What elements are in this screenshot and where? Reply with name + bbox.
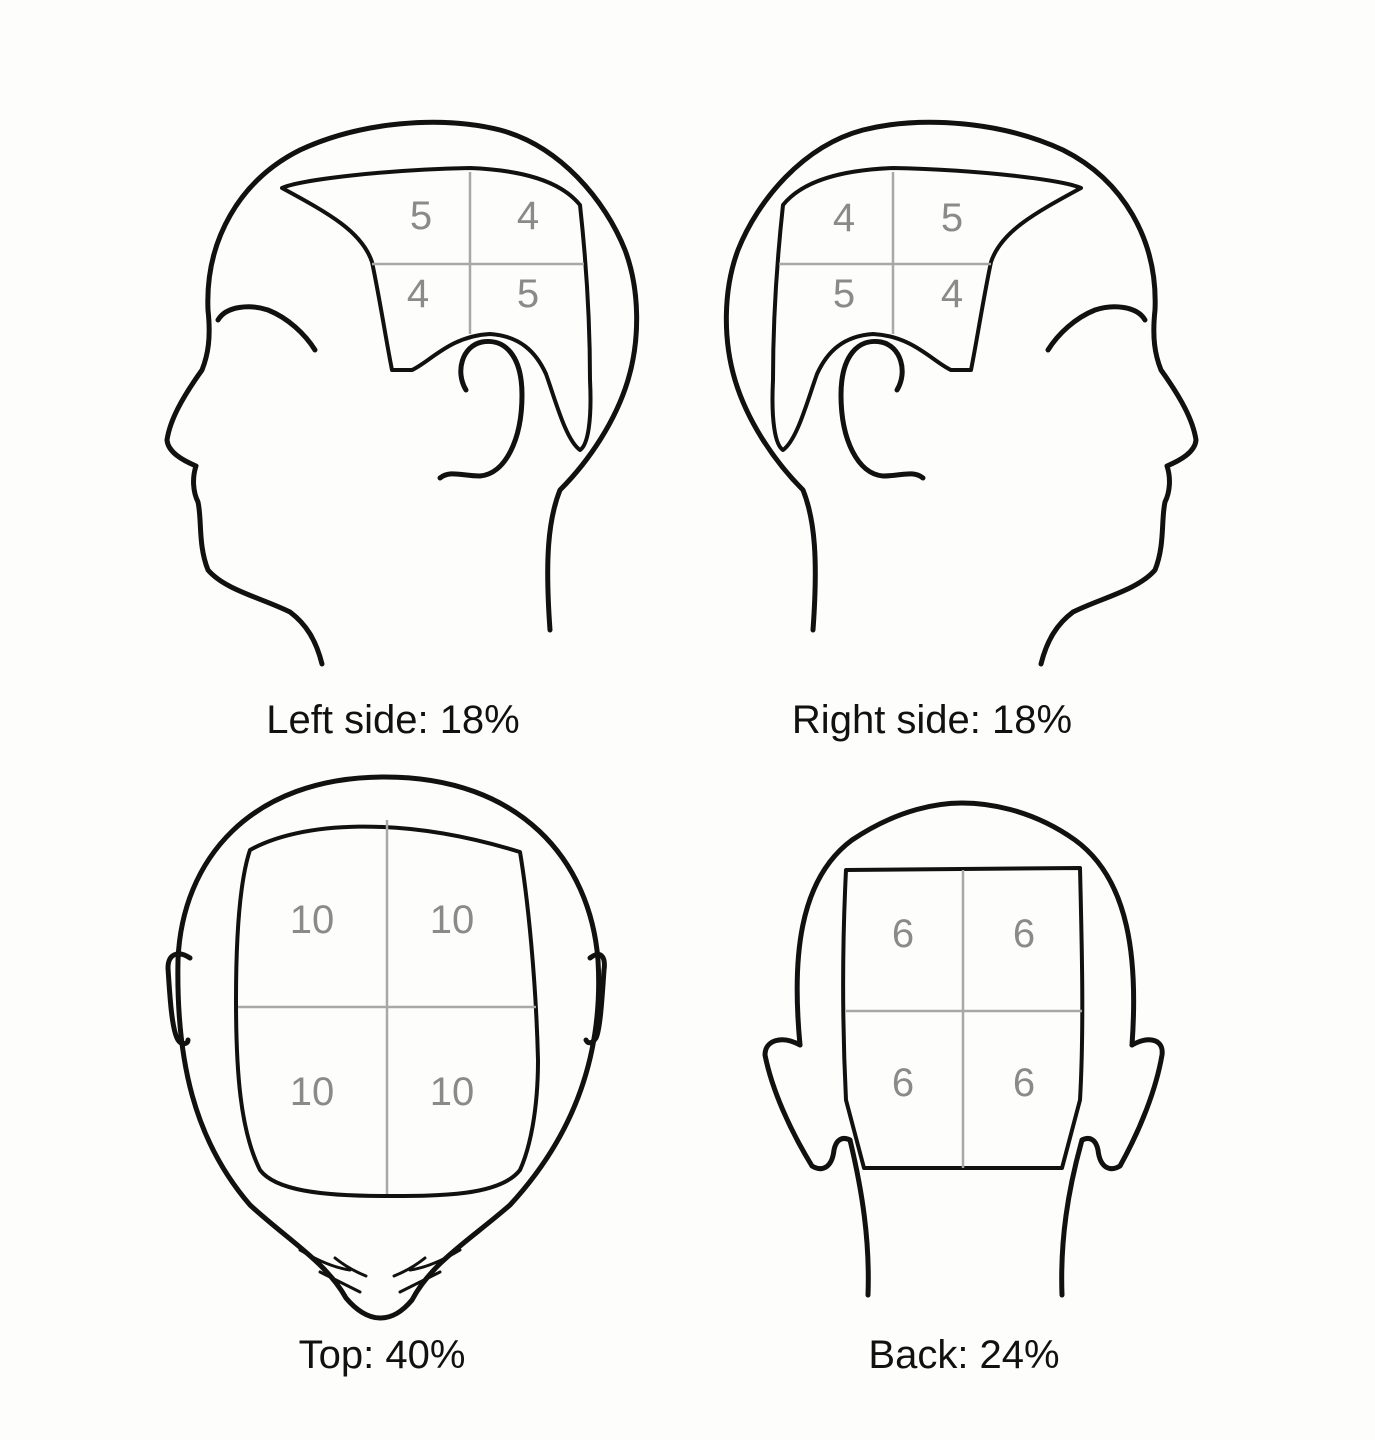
ear-back-left xyxy=(762,1037,853,1172)
caption-back: Back: 24% xyxy=(868,1333,1060,1377)
neck-back xyxy=(847,1137,1085,1298)
ear-right xyxy=(838,338,926,481)
ear-left xyxy=(437,338,525,481)
ear-top-left xyxy=(165,951,193,1047)
region-top-outline xyxy=(234,824,540,1198)
cell-left-2: 4 xyxy=(407,272,429,316)
caption-right-side: Right side: 18% xyxy=(791,698,1073,742)
cell-back-0: 6 xyxy=(892,912,914,956)
head-top-outline xyxy=(175,774,602,1321)
region-back-outline xyxy=(841,866,1085,1170)
cell-right-2: 5 xyxy=(833,272,855,316)
eyebrow-left xyxy=(215,304,318,353)
region-right-side-outline xyxy=(770,166,1083,452)
cell-right-0: 4 xyxy=(833,196,855,240)
cell-left-1: 4 xyxy=(517,194,539,238)
head-left-outline xyxy=(164,119,640,667)
cell-top-2: 10 xyxy=(290,1070,335,1114)
cell-back-3: 6 xyxy=(1013,1061,1035,1105)
head-right-side xyxy=(723,119,1199,667)
head-left-side: 5 4 4 5 xyxy=(164,119,640,667)
cell-left-0: 5 xyxy=(410,194,432,238)
nose-lines-top xyxy=(298,1248,462,1294)
ear-top-right xyxy=(583,952,607,1046)
cell-back-1: 6 xyxy=(1013,912,1035,956)
head-back-outline xyxy=(794,800,1137,1048)
head-back-view: 6 6 6 6 xyxy=(762,800,1165,1298)
caption-left-side: Left side: 18% xyxy=(266,698,520,742)
head-top-view: 10 10 10 10 xyxy=(165,774,607,1321)
ear-back-right xyxy=(1079,1037,1165,1172)
region-left-side-outline xyxy=(280,166,593,452)
cell-back-2: 6 xyxy=(892,1061,914,1105)
eyebrow-right xyxy=(1045,304,1148,353)
cell-right-1: 5 xyxy=(941,196,963,240)
caption-top: Top: 40% xyxy=(298,1333,466,1377)
cell-top-1: 10 xyxy=(430,898,475,942)
cell-top-3: 10 xyxy=(430,1070,475,1114)
cell-right-3: 4 xyxy=(941,272,963,316)
cell-top-0: 10 xyxy=(290,898,335,942)
cell-left-3: 5 xyxy=(517,272,539,316)
head-right-outline xyxy=(723,119,1199,667)
